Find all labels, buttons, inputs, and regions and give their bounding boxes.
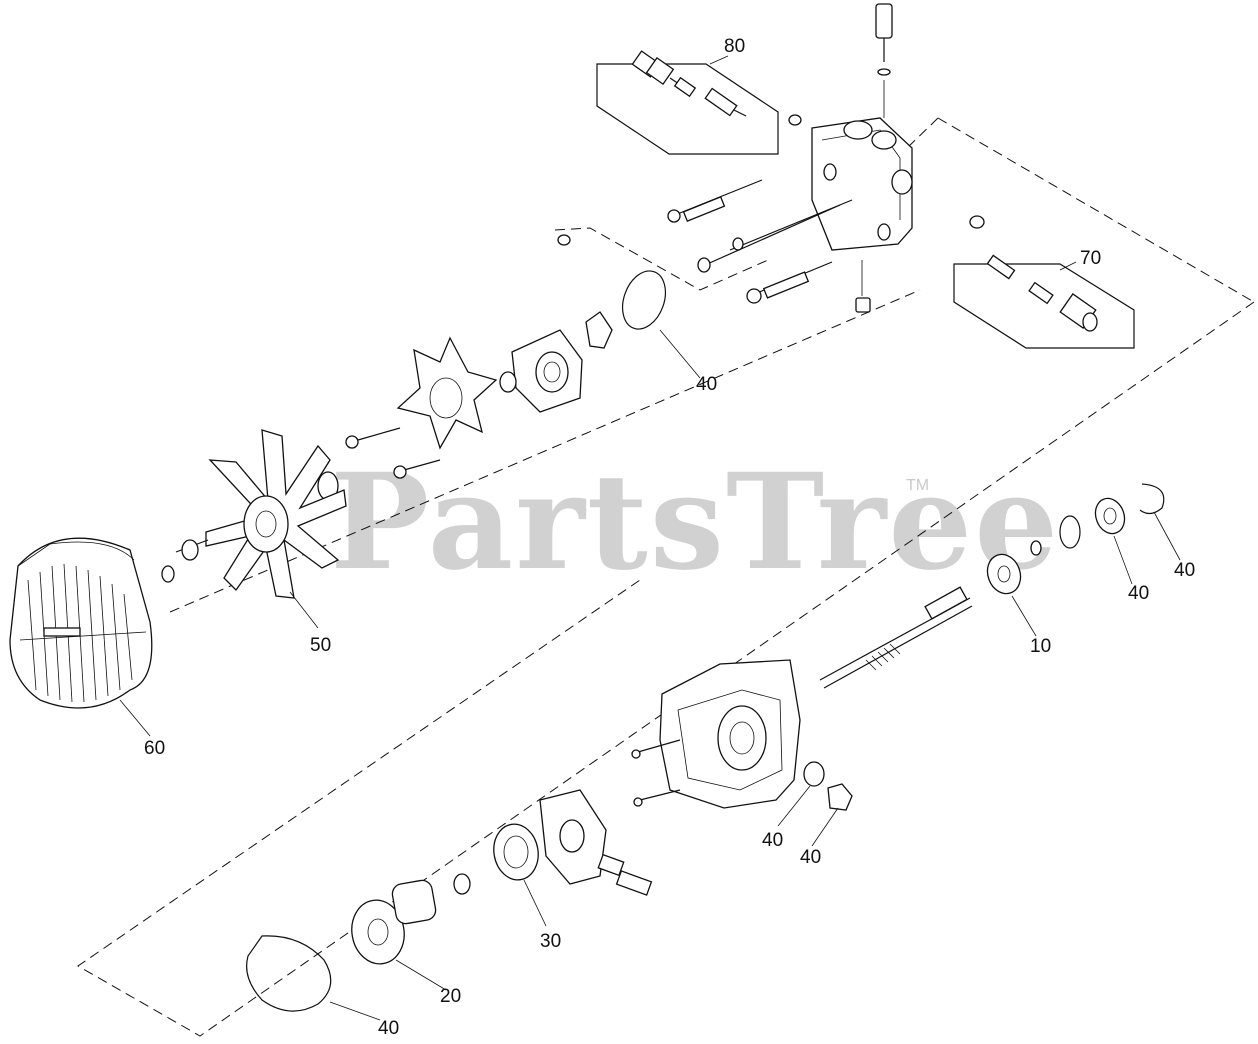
watermark-trademark: TM [906,477,929,494]
callout-40: 40 [696,374,717,395]
watermark-brand: PartsTree [330,445,1060,600]
center-section-block [788,3,985,313]
kit-box-80 [596,50,779,155]
callouts: 80 70 40 50 60 40 40 10 40 40 30 20 40 [144,36,1195,1039]
leader-lines [119,55,1181,1021]
kit-box-70 [953,254,1135,349]
charge-pump-plate [499,311,613,413]
cooling-fan [161,429,347,599]
callout-80: 80 [724,36,745,57]
fan-mount-star [345,336,498,479]
callout-40: 40 [1174,560,1195,581]
callout-40: 40 [762,830,783,851]
callout-20: 20 [440,986,461,1007]
callout-40: 40 [800,847,821,868]
callout-40: 40 [1128,583,1149,604]
callout-70: 70 [1080,248,1101,269]
callout-10: 10 [1030,636,1051,657]
callout-50: 50 [310,635,331,656]
upper-bolts [557,179,853,304]
main-housing [631,659,853,811]
callout-40: 40 [378,1018,399,1039]
upper-o-ring [621,270,667,330]
input-shaft [819,483,1165,689]
callout-60: 60 [144,738,165,759]
lower-components [246,789,653,1012]
callout-30: 30 [540,931,561,952]
fan-shroud [9,537,153,709]
